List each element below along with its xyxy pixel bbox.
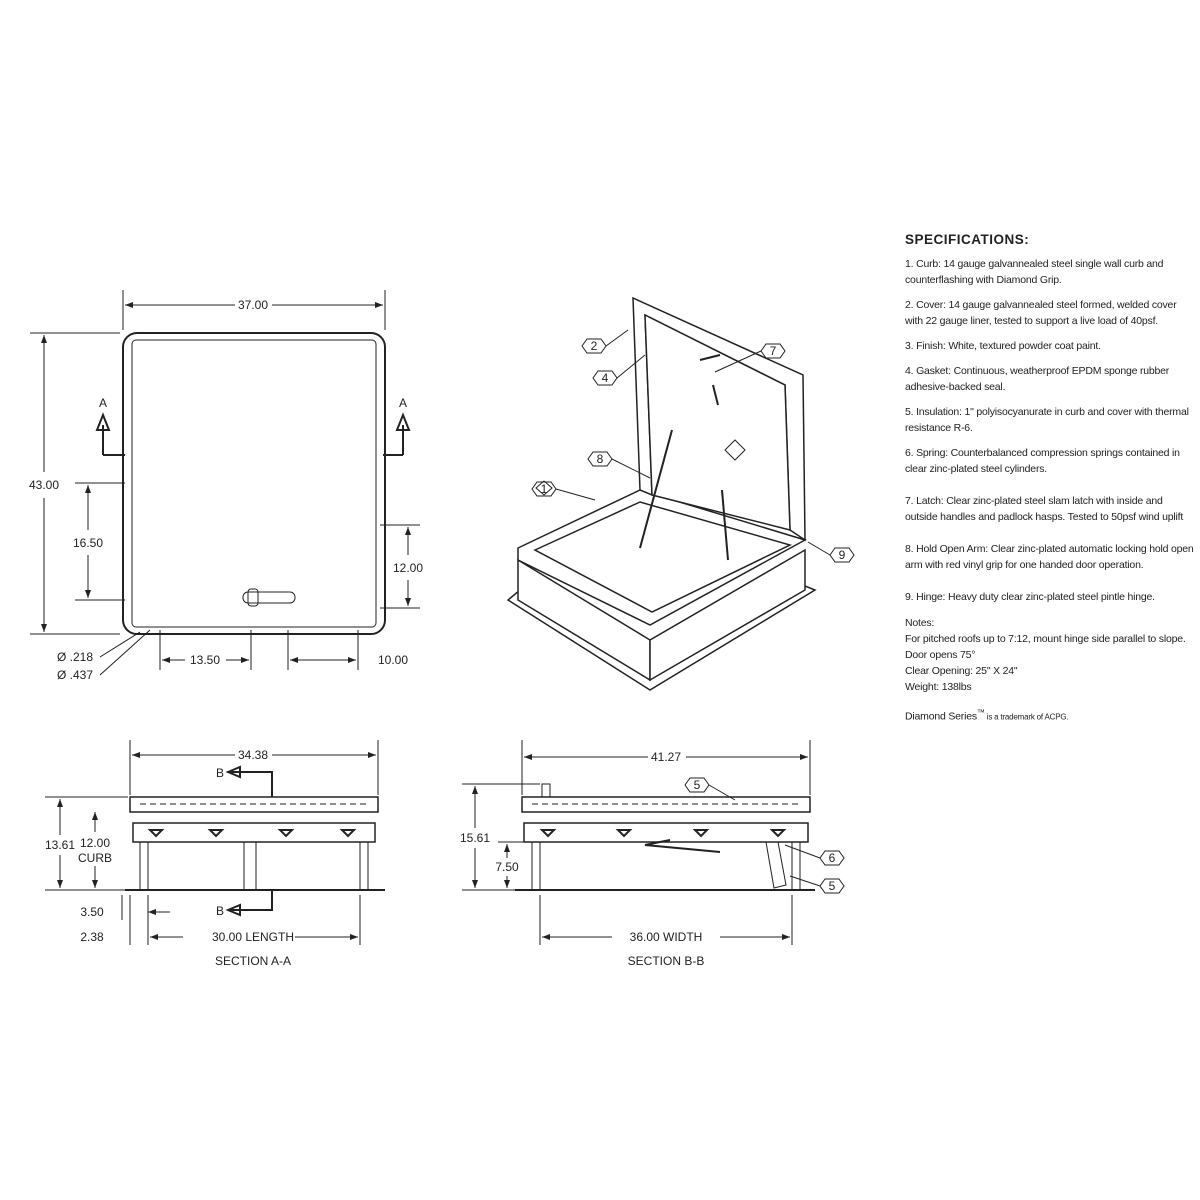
hold-open-arm xyxy=(639,429,673,549)
section-marker-a-left: A xyxy=(99,396,107,410)
dim-length: 30.00 LENGTH xyxy=(212,930,294,944)
dim-10-00: 10.00 xyxy=(378,653,408,667)
spec-item: 1. Curb: 14 gauge galvannealed steel sin… xyxy=(905,258,1164,286)
callout-6: 6 xyxy=(784,844,845,866)
dim-curb-label: CURB xyxy=(78,851,112,865)
callout-2: 2 xyxy=(581,329,629,354)
dim-3-50: 3.50 xyxy=(80,905,104,919)
svg-text:7: 7 xyxy=(770,344,777,358)
spec-item: 4. Gasket: Continuous, weatherproof EPDM… xyxy=(905,365,1170,393)
callouts: 1 2 4 7 8 9 xyxy=(531,329,855,563)
svg-text:6: 6 xyxy=(829,851,836,865)
hasp-icon xyxy=(541,783,551,798)
specifications-panel: SPECIFICATIONS: 1. Curb: 14 gauge galvan… xyxy=(905,232,1195,726)
dim-height: 15.61 xyxy=(460,831,490,845)
dim-curb-value: 12.00 xyxy=(80,836,110,850)
dim-height: 13.61 xyxy=(45,838,75,852)
callout-4: 4 xyxy=(592,354,646,386)
callout-7: 7 xyxy=(714,343,786,373)
section-arrow-right xyxy=(383,412,411,456)
section-arrow-bottom xyxy=(225,890,273,917)
callout-1: 1 xyxy=(531,480,596,501)
dim-7-50: 7.50 xyxy=(495,860,519,874)
dim-13-50: 13.50 xyxy=(190,653,220,667)
note: For pitched roofs up to 7:12, mount hing… xyxy=(905,633,1186,645)
curb-band xyxy=(523,822,809,843)
svg-text:9: 9 xyxy=(839,548,846,562)
spring-cylinder xyxy=(765,841,787,889)
handle-icon xyxy=(242,588,296,607)
spec-item: 6. Spring: Counterbalanced compression s… xyxy=(905,447,1180,475)
callout-5-top: 5 xyxy=(684,777,736,801)
dim-12-00: 12.00 xyxy=(393,561,423,575)
top-view: 37.00 43.00 16.50 12.00 13.50 10.00 Ø .2… xyxy=(29,290,423,682)
spec-item: 2. Cover: 14 gauge galvannealed steel fo… xyxy=(905,299,1177,327)
trademark-symbol: ™ xyxy=(976,708,985,717)
svg-text:1: 1 xyxy=(541,482,548,496)
section-arrow-top xyxy=(225,765,273,797)
svg-text:2: 2 xyxy=(591,339,598,353)
dim-inner-width: 36.00 WIDTH xyxy=(630,930,703,944)
spec-item: 9. Hinge: Heavy duty clear zinc-plated s… xyxy=(905,591,1155,603)
hole-diameter-small: Ø .218 xyxy=(57,650,93,664)
hold-open-arm xyxy=(644,839,721,853)
callout-5-bottom: 5 xyxy=(789,875,845,894)
dim-16-50: 16.50 xyxy=(73,536,103,550)
section-title: SECTION A-A xyxy=(215,954,291,968)
dim-2-38: 2.38 xyxy=(80,930,104,944)
svg-text:5: 5 xyxy=(694,778,701,792)
section-marker-b-top: B xyxy=(216,766,224,780)
svg-text:5: 5 xyxy=(829,879,836,893)
section-a-a: 34.38 13.61 12.00 CURB 3.50 2.38 30.00 L… xyxy=(45,740,385,968)
trademark-note: Diamond Series™ is a trademark of ACPG. xyxy=(905,705,1195,726)
spring-cylinder xyxy=(721,489,729,561)
svg-text:4: 4 xyxy=(602,371,609,385)
section-title: SECTION B-B xyxy=(628,954,705,968)
spring-cylinder xyxy=(243,841,257,891)
section-arrow-left xyxy=(95,412,125,456)
spec-item: 3. Finish: White, textured powder coat p… xyxy=(905,340,1101,352)
section-marker-a-right: A xyxy=(399,396,407,410)
spec-item: 7. Latch: Clear zinc-plated steel slam l… xyxy=(905,495,1184,523)
curb-band xyxy=(132,822,376,843)
trademark-name: Diamond Series xyxy=(905,710,977,723)
section-b-b: 41.27 15.61 7.50 36.00 WIDTH 5 6 5 SECTI… xyxy=(460,740,845,968)
latch-icon xyxy=(699,354,721,406)
isometric-view: 1 2 4 7 8 9 xyxy=(506,296,855,691)
dim-width: 34.38 xyxy=(238,748,268,762)
dim-width: 41.27 xyxy=(651,750,681,764)
callout-9: 9 xyxy=(807,541,855,563)
curb-front-right xyxy=(649,548,806,682)
note: Weight: 138lbs xyxy=(905,681,972,693)
cover-outline xyxy=(131,339,377,628)
section-marker-b-bottom: B xyxy=(216,904,224,918)
spec-item: 5. Insulation: 1" polyisocyanurate in cu… xyxy=(905,406,1189,434)
hole-diameter-large: Ø .437 xyxy=(57,668,93,682)
spec-item: 8. Hold Open Arm: Clear zinc-plated auto… xyxy=(905,543,1194,571)
callout-8: 8 xyxy=(587,451,651,479)
notes-heading: Notes: xyxy=(905,617,935,629)
specifications-heading: SPECIFICATIONS: xyxy=(905,232,1030,247)
note: Door opens 75° xyxy=(905,649,976,661)
hasp-icon xyxy=(724,439,746,461)
svg-text:8: 8 xyxy=(597,452,604,466)
note: Clear Opening: 25" X 24" xyxy=(905,665,1018,677)
dim-height: 43.00 xyxy=(29,478,59,492)
dim-width: 37.00 xyxy=(238,298,268,312)
trademark-text: is a trademark of ACPG. xyxy=(984,712,1069,722)
